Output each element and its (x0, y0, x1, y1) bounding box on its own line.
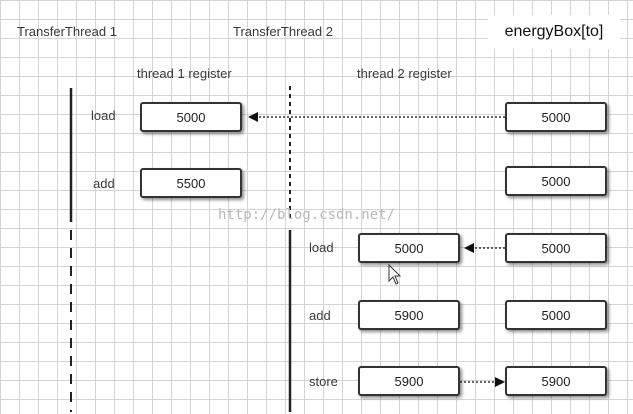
step-op-label: add (93, 176, 115, 191)
memory-value-box: 5000 (505, 233, 607, 263)
cursor-icon (388, 263, 402, 285)
thread1-register-box: 5000 (140, 102, 242, 132)
register-header-thread2: thread 2 register (357, 66, 452, 81)
column-header-thread2: TransferThread 2 (233, 24, 333, 39)
memory-column-title: energyBox[to] (488, 15, 620, 49)
thread2-register-box: 5900 (358, 366, 460, 396)
thread2-register-box: 5900 (358, 300, 460, 330)
step-op-label: store (309, 374, 338, 389)
memory-value-box: 5900 (505, 366, 607, 396)
watermark-text: http://blog.csdn.net/ (218, 207, 396, 223)
step-op-label: load (91, 108, 116, 123)
step-op-label: load (309, 240, 334, 255)
memory-value-box: 5000 (505, 166, 607, 196)
register-header-thread1: thread 1 register (137, 66, 232, 81)
thread2-register-box: 5000 (358, 233, 460, 263)
column-header-thread1: TransferThread 1 (17, 24, 117, 39)
memory-value-box: 5000 (505, 300, 607, 330)
step-op-label: add (309, 308, 331, 323)
thread1-register-box: 5500 (140, 168, 242, 198)
memory-value-box: 5000 (505, 102, 607, 132)
